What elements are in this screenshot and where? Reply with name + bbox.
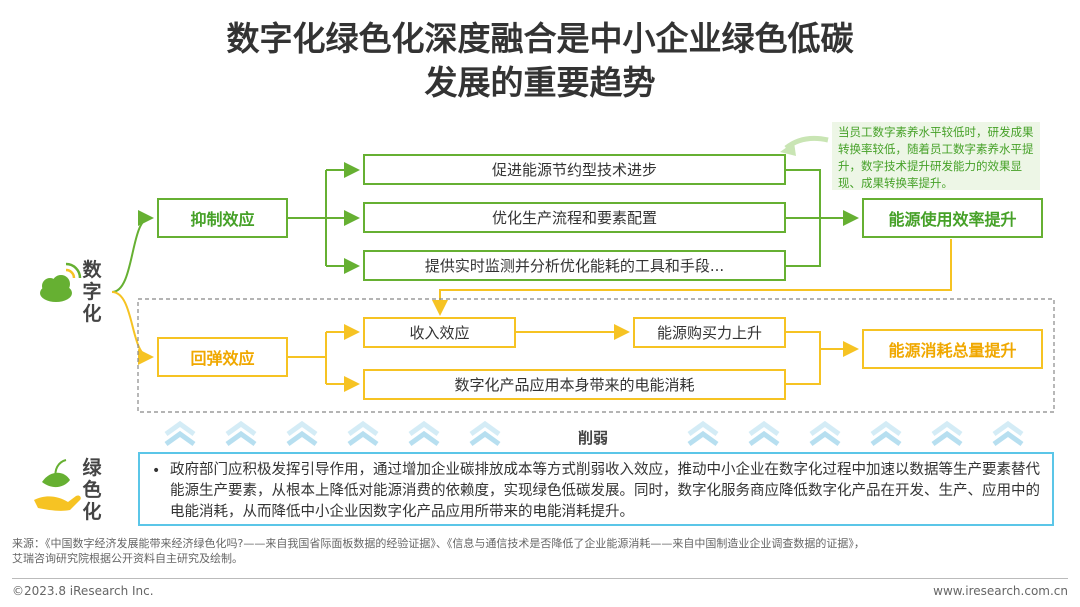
website-link[interactable]: www.iresearch.com.cn [933, 584, 1068, 598]
weaken-label: 削弱 [578, 429, 609, 447]
copyright: ©2023.8 iResearch Inc. [12, 584, 154, 598]
policy-box: • 政府部门应积极发挥引导作用，通过增加企业碳排放成本等方式削弱收入效应，推动中… [138, 452, 1054, 526]
product-consumption: 数字化产品应用本身带来的电能消耗 [363, 369, 786, 400]
suppress-item-1: 促进能源节约型技术进步 [363, 154, 786, 185]
consumption-result: 能源消耗总量提升 [862, 329, 1043, 369]
policy-text: 政府部门应积极发挥引导作用，通过增加企业碳排放成本等方式削弱收入效应，推动中小企… [170, 462, 1040, 520]
footer-divider [12, 578, 1068, 579]
feedback-arrow [432, 239, 952, 316]
digital-label: 数字化 [82, 259, 102, 325]
suppress-item-3: 提供实时监测并分析优化能耗的工具和手段... [363, 250, 786, 281]
source-note: 来源：《中国数字经济发展能带来经济绿色化吗?——来自我国省际面板数据的经验证据》… [12, 537, 865, 565]
page-title-line1: 数字化绿色化深度融合是中小企业绿色低碳 [226, 19, 854, 58]
bullet: • [152, 463, 161, 479]
arrow-digital-to-rebound [111, 291, 154, 365]
note-box: 当员工数字素养水平较低时，研发成果转换率较低，随着员工数字素养水平提升，数字技术… [832, 122, 1040, 190]
suppress-tag: 抑制效应 [157, 198, 288, 238]
income-effect: 收入效应 [363, 317, 516, 348]
hand-leaf-icon [34, 459, 81, 511]
rebound-frame [137, 298, 1055, 413]
chevron-row [164, 420, 1024, 447]
rebound-tag: 回弹效应 [157, 337, 288, 377]
page-title-line2: 发展的重要趋势 [424, 63, 656, 102]
efficiency-result: 能源使用效率提升 [862, 198, 1043, 238]
arrow-digital-to-suppress [111, 210, 154, 293]
cloud-signal-icon [40, 262, 82, 302]
suppress-item-2: 优化生产流程和要素配置 [363, 202, 786, 233]
purchase-power: 能源购买力上升 [633, 317, 786, 348]
green-label: 绿色化 [82, 457, 102, 523]
